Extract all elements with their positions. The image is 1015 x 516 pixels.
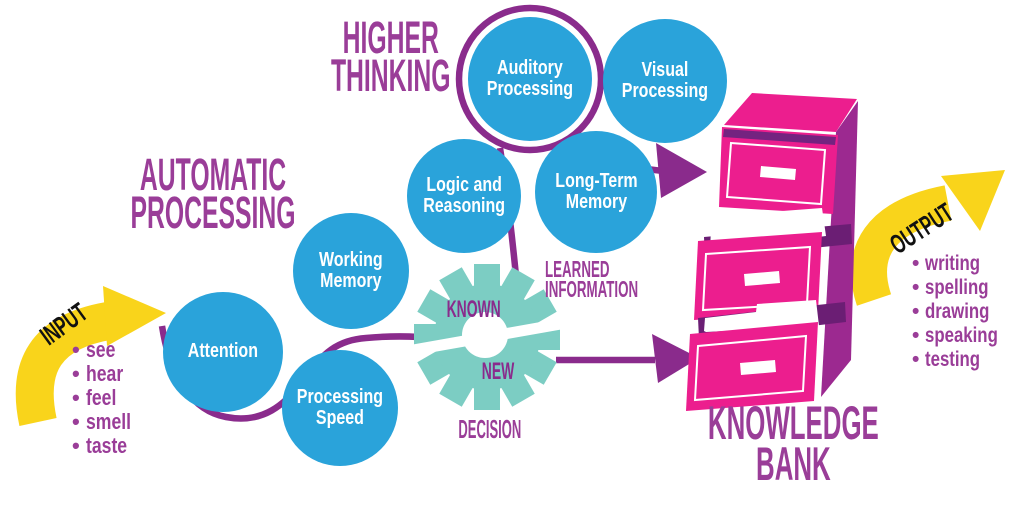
heading-higher-line2: THINKING bbox=[331, 50, 451, 101]
input-item: hear bbox=[72, 362, 142, 386]
arrow-gear-to-cabinet bbox=[556, 334, 699, 383]
output-arrow-icon bbox=[851, 170, 1005, 306]
process-circles bbox=[163, 17, 727, 466]
heading-knowledge-line1: KNOWLEDGE bbox=[707, 396, 879, 449]
label-attention: Attention bbox=[187, 340, 259, 362]
label-working-memory: Working Memory bbox=[319, 249, 383, 292]
output-item: speaking bbox=[912, 324, 1015, 348]
label-long-term-memory: Long-Term Memory bbox=[554, 170, 638, 213]
heading-higher-line1: HIGHER bbox=[342, 12, 440, 63]
output-item: spelling bbox=[912, 276, 1015, 300]
circle-logic-reasoning bbox=[407, 139, 521, 253]
decision-label: DECISION bbox=[458, 414, 522, 444]
circle-long-term-memory bbox=[535, 131, 657, 253]
label-auditory-processing: Auditory Processing bbox=[486, 57, 574, 100]
circle-auditory-processing bbox=[468, 17, 592, 141]
heading-automatic-line1: AUTOMATIC bbox=[139, 149, 287, 200]
circle-processing-speed bbox=[282, 350, 398, 466]
filing-cabinet-icon bbox=[686, 93, 858, 411]
output-item: testing bbox=[912, 348, 1015, 372]
label-visual-processing: Visual Processing bbox=[621, 59, 709, 102]
circle-attention bbox=[163, 292, 283, 412]
gear-icon bbox=[399, 264, 575, 410]
learned-information-label: LEARNED INFORMATION bbox=[545, 256, 639, 302]
gear-new-label: NEW bbox=[481, 358, 515, 385]
label-logic-reasoning: Logic and Reasoning bbox=[423, 174, 505, 217]
circle-working-memory bbox=[293, 213, 409, 329]
gear-known-label: KNOWN bbox=[446, 296, 502, 323]
heading-knowledge-bank: KNOWLEDGE BANK bbox=[638, 396, 918, 490]
input-item: feel bbox=[72, 386, 142, 410]
heading-automatic-line2: PROCESSING bbox=[130, 187, 296, 238]
input-list: see hear feel smell taste bbox=[72, 338, 142, 458]
heading-knowledge-line2: BANK bbox=[756, 437, 831, 490]
output-item: drawing bbox=[912, 300, 1015, 324]
input-item: see bbox=[72, 338, 142, 362]
output-list: writing spelling drawing speaking testin… bbox=[912, 252, 1015, 372]
input-item: taste bbox=[72, 434, 142, 458]
input-arrow-icon bbox=[15, 286, 166, 426]
input-item: smell bbox=[72, 410, 142, 434]
heading-automatic-processing: AUTOMATIC PROCESSING bbox=[63, 149, 343, 238]
circle-visual-processing bbox=[603, 19, 727, 143]
heading-higher-thinking: HIGHER THINKING bbox=[251, 12, 531, 101]
label-processing-speed: Processing Speed bbox=[296, 386, 384, 429]
output-item: writing bbox=[912, 252, 1015, 276]
